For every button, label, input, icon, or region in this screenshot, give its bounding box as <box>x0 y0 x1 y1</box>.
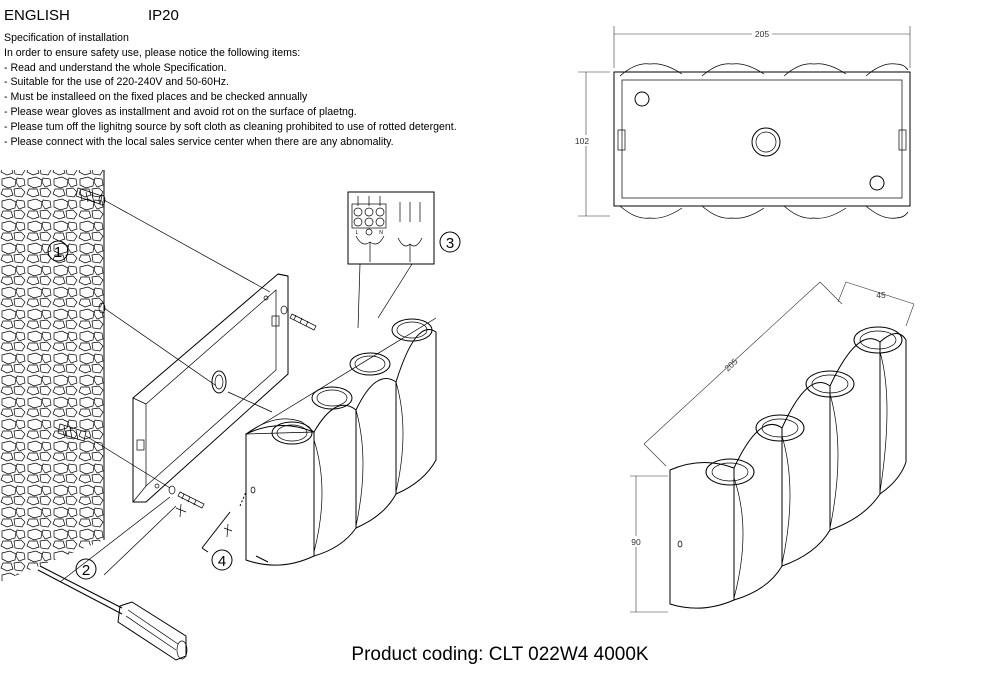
iso-height-label: 90 <box>631 537 641 547</box>
callout-3: 3 <box>446 235 454 252</box>
iso-length-label: 205 <box>722 356 739 373</box>
terminal-label-l: L <box>356 230 359 236</box>
callout-2-circle <box>75 558 97 580</box>
top-view-dimensions <box>578 26 911 217</box>
callout-3-circle <box>439 231 461 253</box>
stone-wall <box>0 170 105 582</box>
product-code: Product coding: CLT 022W4 4000K <box>351 644 649 665</box>
terminal-label-n: N <box>379 230 383 236</box>
callout-2: 2 <box>82 562 90 579</box>
mounting-plate <box>132 273 289 503</box>
screwdriver-icon <box>37 565 188 661</box>
ip-rating-label: IP20 <box>148 7 179 24</box>
callout-4: 4 <box>218 553 226 570</box>
callout-4-circle <box>211 549 233 571</box>
iso-depth-label: 45 <box>876 290 886 300</box>
instructions-intro: In order to ensure safety use, please no… <box>4 46 301 59</box>
top-width-label-bg <box>752 28 772 39</box>
screw-top <box>280 305 317 331</box>
callout-1-circle <box>47 240 69 262</box>
top-width-label: 205 <box>755 29 769 39</box>
iso-height-label-bg <box>627 536 645 547</box>
instruction-item: - Please connect with the local sales se… <box>4 135 394 148</box>
iso-view-drawing <box>669 326 907 609</box>
instruction-item: - Read and understand the whole Specific… <box>4 61 227 74</box>
top-view-drawing <box>613 63 911 219</box>
wall-anchor-bottom <box>57 423 87 442</box>
top-height-label-bg <box>571 135 593 146</box>
instruction-item: - Please tum off the lighitng source by … <box>4 120 457 133</box>
callout-1: 1 <box>54 244 62 261</box>
instructions-title: Specification of installation <box>4 32 129 44</box>
installation-instructions: Specification of installation In order t… <box>4 31 564 149</box>
language-label: ENGLISH <box>4 7 70 24</box>
lamp-body <box>244 317 437 566</box>
top-height-label: 102 <box>575 136 589 146</box>
instruction-item: - Please wear gloves as installment and … <box>4 105 357 118</box>
instruction-item: - Must be installeed on the fixed places… <box>4 91 308 104</box>
iso-view-dimensions <box>630 281 915 613</box>
wall-hole <box>98 302 106 314</box>
instruction-item: - Suitable for the use of 220-240V and 5… <box>4 76 229 89</box>
wall-anchor-top <box>75 187 106 206</box>
screw-head-symbol <box>175 503 187 518</box>
allen-key-icon <box>201 491 269 563</box>
terminal-block-detail: L N <box>347 191 435 265</box>
screw-bottom <box>168 485 205 509</box>
